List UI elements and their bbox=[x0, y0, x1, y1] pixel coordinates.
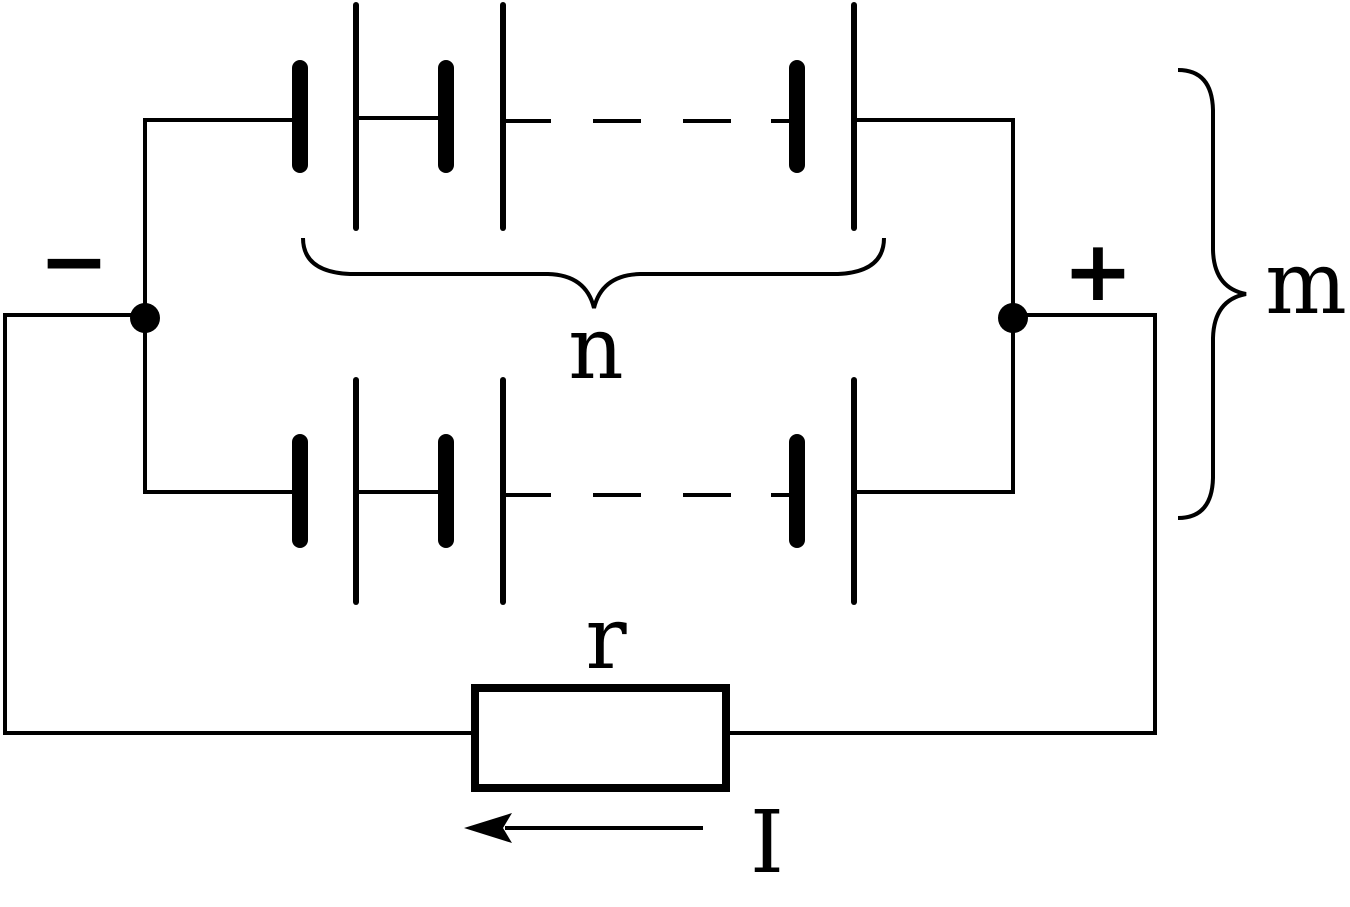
arrow-left-icon bbox=[464, 813, 512, 843]
current-arrow bbox=[464, 813, 703, 843]
outer-right-wire bbox=[728, 313, 1157, 735]
resistor bbox=[471, 684, 730, 792]
outer-left-wire bbox=[3, 313, 473, 735]
top-battery-branch bbox=[143, 2, 1015, 318]
plus-sign: + bbox=[1063, 222, 1133, 320]
right-junction-node bbox=[998, 303, 1028, 333]
n-brace bbox=[301, 237, 886, 309]
bottom-branch-right-wire bbox=[854, 318, 1015, 494]
top-branch-left-wire bbox=[143, 118, 298, 318]
current-label: I bbox=[750, 793, 784, 893]
minus-sign: − bbox=[39, 212, 109, 310]
bottom-branch-left-wire bbox=[143, 318, 298, 494]
left-junction-node bbox=[130, 303, 160, 333]
n-label: n bbox=[568, 299, 623, 399]
r-label: r bbox=[585, 589, 627, 689]
m-label: m bbox=[1265, 234, 1347, 334]
bottom-battery-branch bbox=[143, 318, 1015, 605]
m-brace bbox=[1177, 68, 1247, 520]
top-branch-right-wire bbox=[854, 118, 1015, 318]
